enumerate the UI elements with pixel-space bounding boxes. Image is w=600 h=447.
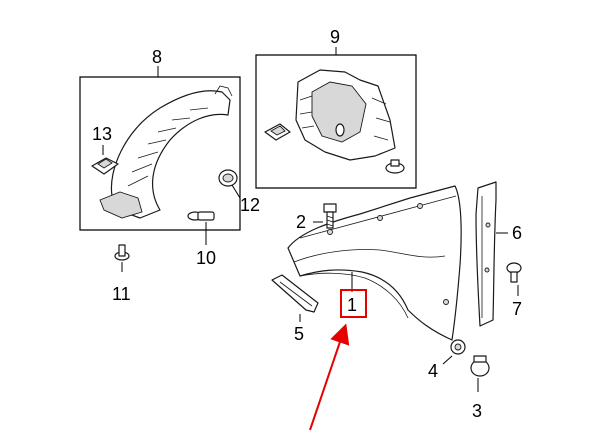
group-9-frame xyxy=(255,54,417,189)
callout-3: 3 xyxy=(472,401,482,421)
callout-2: 2 xyxy=(296,212,306,232)
strip-6: 6 xyxy=(475,181,522,327)
callout-1: 1 xyxy=(347,295,357,315)
callout-10: 10 xyxy=(196,248,216,268)
fender-arch xyxy=(299,272,409,319)
leader-4 xyxy=(442,355,453,365)
bracket-5: 5 xyxy=(271,274,319,344)
callout-4: 4 xyxy=(428,361,438,381)
bolt-2: 2 xyxy=(296,203,337,232)
shield-ribs xyxy=(299,95,391,141)
fender-mount-1 xyxy=(327,229,333,235)
leader-12 xyxy=(231,184,241,199)
fender-mount-2 xyxy=(377,215,383,221)
highlight-arrow xyxy=(309,323,350,431)
clip-13-part xyxy=(91,157,119,175)
group-8-frame xyxy=(79,76,241,231)
fender-part xyxy=(287,185,462,341)
callout-13: 13 xyxy=(92,124,112,144)
highlight-box-1 xyxy=(340,289,367,318)
fender-mount-4 xyxy=(443,299,449,305)
shield-hole xyxy=(335,123,345,137)
fender-liner-group: 8 13 xyxy=(79,47,241,231)
clip-3: 3 xyxy=(470,355,490,421)
callout-5: 5 xyxy=(294,324,304,344)
rivet-11: 11 xyxy=(112,244,131,304)
strip-part xyxy=(475,181,497,327)
shield-inner xyxy=(311,81,367,143)
fender-mount-3 xyxy=(417,203,423,209)
liner-ribs xyxy=(127,107,209,187)
callout-8: 8 xyxy=(152,47,162,67)
clip-9b xyxy=(385,159,405,174)
screw-10: 10 xyxy=(187,211,216,268)
clip-9a xyxy=(264,123,291,141)
fender-crease xyxy=(293,249,446,263)
fender-liner-part xyxy=(110,90,231,219)
push-clip-12: 12 xyxy=(218,169,260,215)
liner-edge xyxy=(214,85,233,97)
callout-7: 7 xyxy=(512,299,522,319)
bolt-7: 7 xyxy=(506,262,522,319)
callout-9: 9 xyxy=(330,27,340,47)
callout-6: 6 xyxy=(512,223,522,243)
liner-bracket xyxy=(99,191,143,219)
nut-4: 4 xyxy=(428,339,466,381)
callout-11: 11 xyxy=(112,284,131,304)
fender-1: 1 xyxy=(287,185,462,341)
splash-shield-group: 9 xyxy=(255,27,417,189)
callout-12: 12 xyxy=(240,195,260,215)
